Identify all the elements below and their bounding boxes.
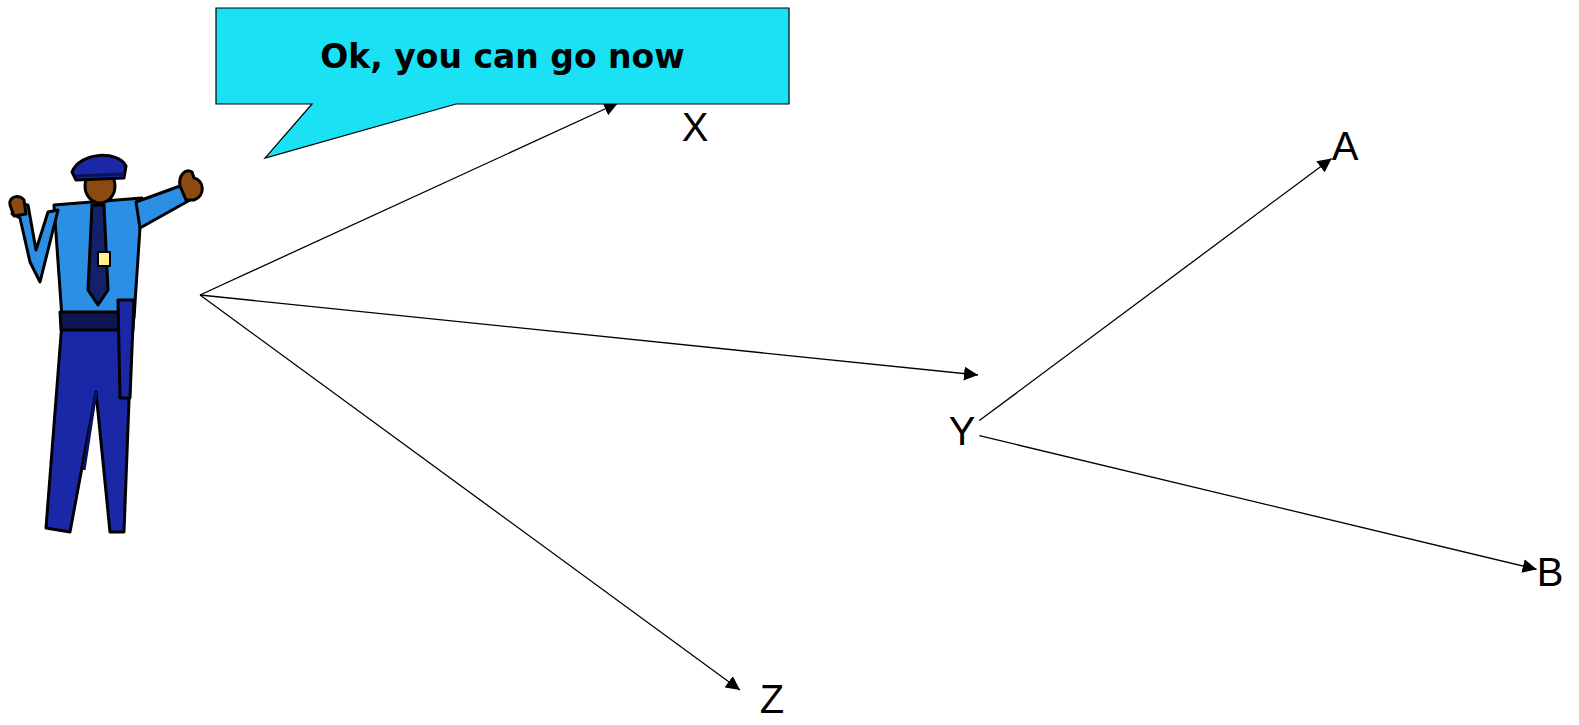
direction-arrow [200,295,978,375]
direction-arrow [979,158,1331,420]
speech-bubble-outline [216,8,789,158]
direction-arrow [200,295,740,690]
point-label: Y [949,411,980,453]
speech-text: Ok, you can go now [320,37,684,76]
point-letter: B [1537,552,1568,592]
point-letter: Y [949,411,980,451]
point-label: Z [760,679,788,721]
point-letter: A [1332,126,1363,166]
point-label: B [1537,552,1568,594]
speech-bubble-text: Ok, you can go now [216,8,789,104]
point-letter: X [682,107,713,147]
point-letter: Z [760,679,788,719]
point-label: X [682,107,713,149]
police-officer [10,155,202,532]
point-label: A [1332,126,1363,168]
direction-arrow [200,103,618,295]
direction-arrow [979,436,1536,570]
